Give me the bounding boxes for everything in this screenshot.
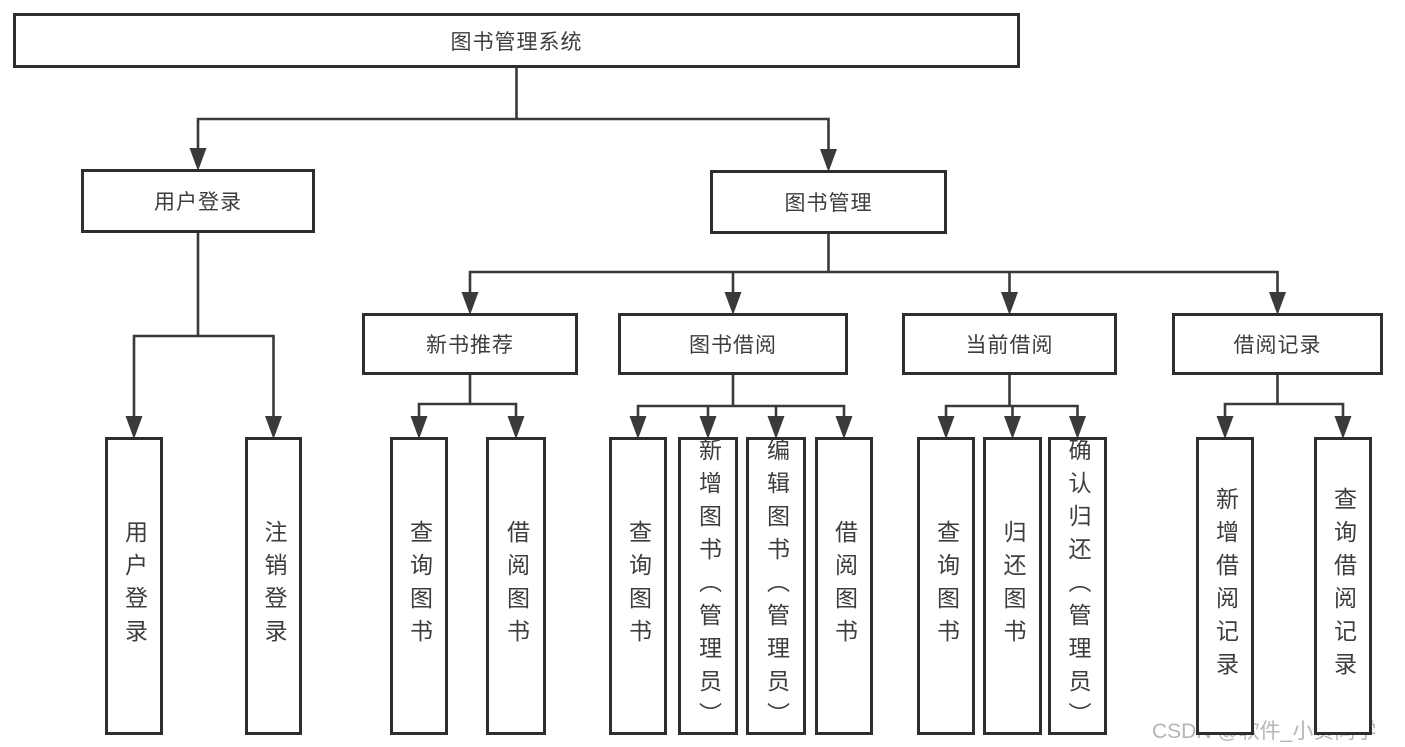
- node-leaf-nbr-borrow: 借阅图书: [486, 437, 546, 735]
- node-label-book-borrow: 图书借阅: [689, 334, 777, 357]
- node-leaf-bb-borrow: 借阅图书: [815, 437, 873, 735]
- node-label-book-mgmt: 图书管理: [784, 192, 873, 215]
- node-root: 图书管理系统: [13, 13, 1020, 68]
- connector-current-borrow: [944, 373, 1079, 420]
- node-leaf-bb-edit: 编辑图书（管理员）: [746, 437, 806, 735]
- node-label-leaf-nbr-borrow: 借阅图书: [503, 520, 530, 652]
- node-borrow-record: 借阅记录: [1172, 313, 1383, 375]
- arrowhead-into-book-mgmt: [820, 149, 837, 172]
- node-new-book-rec: 新书推荐: [362, 313, 578, 375]
- node-leaf-user-login: 用户登录: [105, 437, 163, 735]
- node-label-leaf-bb-borrow: 借阅图书: [831, 520, 858, 652]
- node-leaf-bb-query: 查询图书: [609, 437, 667, 735]
- node-label-user-login: 用户登录: [154, 191, 242, 214]
- node-leaf-logout: 注销登录: [245, 437, 302, 735]
- node-user-login: 用户登录: [81, 169, 315, 233]
- arrowhead-into-book-borrow: [724, 292, 742, 315]
- arrowhead-into-leaf-cb-query: [937, 416, 955, 439]
- node-label-leaf-cb-query: 查询图书: [933, 520, 960, 652]
- node-leaf-cb-query: 查询图书: [917, 437, 975, 735]
- node-label-leaf-cb-confirm: 确认归还（管理员）: [1065, 437, 1091, 735]
- arrowhead-into-leaf-bb-add: [699, 416, 717, 439]
- arrowhead-into-leaf-nbr-borrow: [507, 416, 525, 439]
- connector-new-book-rec: [417, 373, 518, 420]
- node-label-current-borrow: 当前借阅: [965, 334, 1054, 357]
- node-leaf-nbr-query: 查询图书: [390, 437, 448, 735]
- node-leaf-cb-return: 归还图书: [983, 437, 1042, 735]
- arrowhead-into-leaf-user-login: [125, 416, 143, 439]
- arrowhead-into-leaf-bb-query: [629, 416, 647, 439]
- node-current-borrow: 当前借阅: [902, 313, 1117, 375]
- node-label-leaf-br-query: 查询借阅记录: [1330, 487, 1357, 685]
- node-leaf-br-add: 新增借阅记录: [1196, 437, 1254, 735]
- node-label-new-book-rec: 新书推荐: [426, 334, 514, 357]
- node-leaf-bb-add: 新增图书（管理员）: [678, 437, 738, 735]
- arrowhead-into-leaf-cb-return: [1004, 416, 1021, 439]
- node-book-mgmt: 图书管理: [710, 170, 947, 234]
- arrowhead-into-leaf-logout: [265, 416, 282, 439]
- arrowhead-into-current-borrow: [1001, 292, 1018, 315]
- arrowhead-into-borrow-record: [1269, 292, 1286, 315]
- arrowhead-into-leaf-nbr-query: [410, 416, 428, 439]
- node-label-leaf-bb-add: 新增图书（管理员）: [695, 437, 722, 735]
- node-label-leaf-nbr-query: 查询图书: [406, 520, 433, 652]
- node-label-leaf-bb-edit: 编辑图书（管理员）: [763, 437, 790, 735]
- node-label-leaf-user-login: 用户登录: [121, 520, 148, 652]
- connector-book-mgmt: [468, 232, 1279, 296]
- arrowhead-into-leaf-cb-confirm: [1069, 416, 1086, 439]
- node-label-leaf-cb-return: 归还图书: [1000, 520, 1026, 652]
- node-label-borrow-record: 借阅记录: [1233, 334, 1322, 357]
- node-label-root: 图书管理系统: [450, 30, 583, 54]
- connector-book-borrow: [636, 373, 846, 420]
- connector-root: [196, 66, 830, 153]
- node-leaf-br-query: 查询借阅记录: [1314, 437, 1372, 735]
- arrowhead-into-leaf-br-add: [1216, 416, 1234, 439]
- arrowhead-into-leaf-bb-borrow: [835, 416, 853, 439]
- connector-user-login: [132, 231, 275, 420]
- node-label-leaf-bb-query: 查询图书: [625, 520, 652, 652]
- connector-borrow-record: [1223, 373, 1345, 420]
- node-leaf-cb-confirm: 确认归还（管理员）: [1048, 437, 1107, 735]
- arrowhead-into-leaf-bb-edit: [767, 416, 785, 439]
- node-label-leaf-logout: 注销登录: [261, 520, 287, 652]
- arrowhead-into-new-book-rec: [461, 292, 479, 315]
- arrowhead-into-leaf-br-query: [1334, 416, 1352, 439]
- node-label-leaf-br-add: 新增借阅记录: [1212, 487, 1239, 685]
- node-book-borrow: 图书借阅: [618, 313, 848, 375]
- arrowhead-into-user-login: [189, 148, 207, 171]
